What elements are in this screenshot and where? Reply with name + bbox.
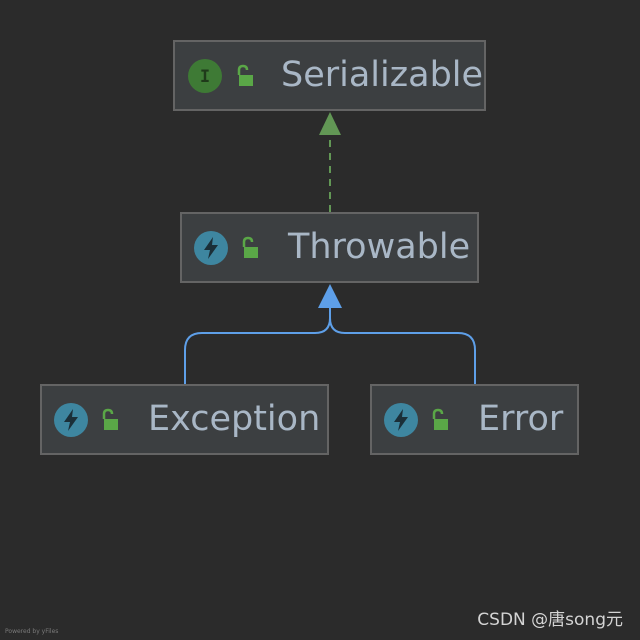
node-exception[interactable]: Exception [40, 384, 329, 455]
unlocked-icon [98, 408, 120, 432]
lightning-icon [384, 403, 418, 437]
node-label: Serializable [281, 55, 484, 95]
interface-badge-letter: I [200, 67, 210, 87]
lightning-icon [194, 231, 228, 265]
unlocked-icon [233, 64, 255, 88]
node-serializable[interactable]: I Serializable [173, 40, 486, 111]
extends-arrowhead [318, 284, 342, 308]
unlocked-icon [238, 236, 260, 260]
extends-edge-exception-throwable [184, 307, 331, 384]
node-label: Exception [148, 399, 321, 439]
yfiles-credit: Powered by yFiles [5, 628, 59, 635]
node-error[interactable]: Error [370, 384, 579, 455]
csdn-watermark: CSDN @唐song元 [477, 610, 623, 630]
implements-arrowhead [319, 112, 341, 135]
extends-edge-error-throwable [329, 307, 476, 384]
node-label: Error [478, 399, 564, 439]
node-label: Throwable [288, 227, 471, 267]
node-throwable[interactable]: Throwable [180, 212, 479, 283]
lightning-icon [54, 403, 88, 437]
interface-icon: I [188, 59, 222, 93]
unlocked-icon [428, 408, 450, 432]
